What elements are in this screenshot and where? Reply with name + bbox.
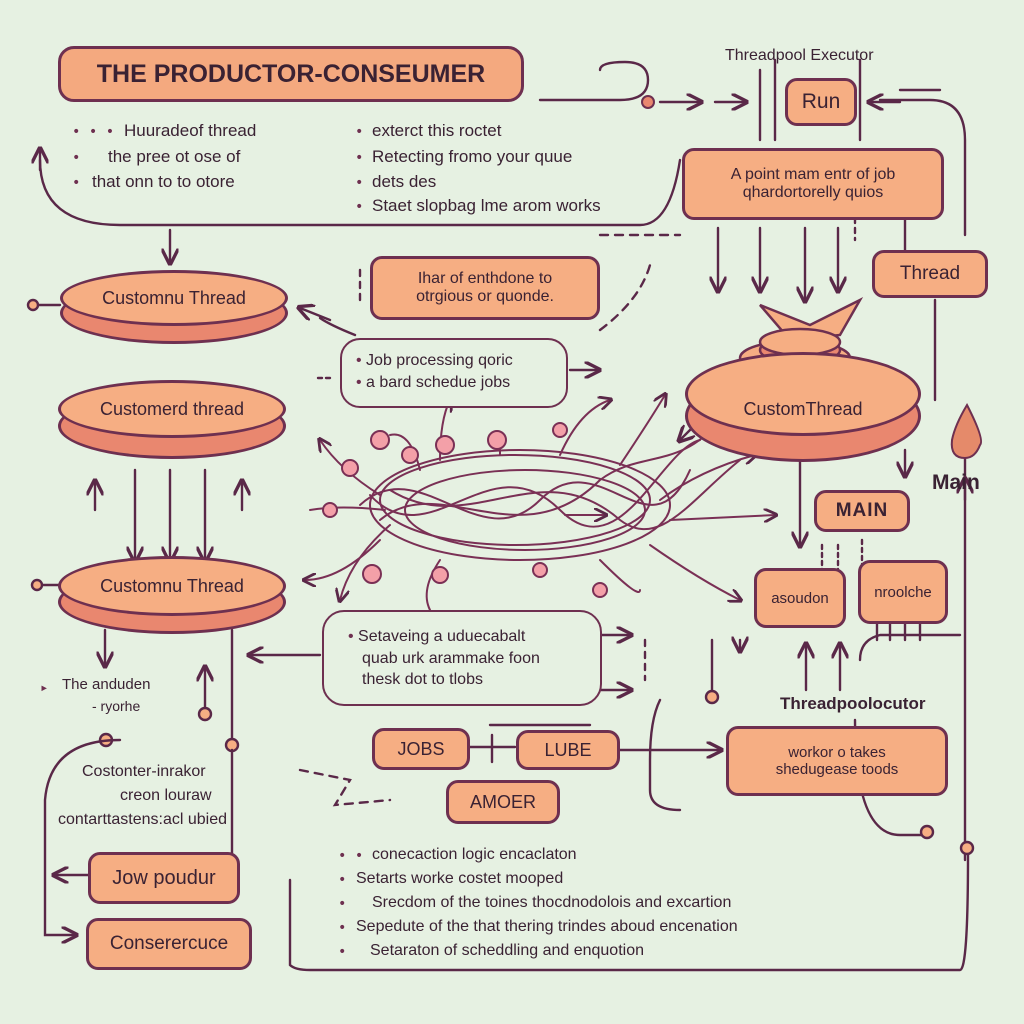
worker-box-line: workor o takes — [788, 744, 886, 761]
note-line: Sepedute of the that thering trindes abo… — [356, 918, 738, 935]
point-box-line: A point mam entr of job — [730, 166, 896, 183]
note-line: thesk dot to tlobs — [362, 671, 483, 689]
note-line: Setaveing a uduecabalt — [358, 628, 526, 645]
note-line: Costonter-inrakor — [82, 763, 206, 780]
note-line: conecaction logic encaclaton — [372, 846, 577, 863]
amoer-box: AMOER — [446, 780, 560, 824]
thar-box-line: otrgious or quonde. — [416, 288, 554, 305]
note-line: The anduden — [62, 676, 151, 693]
job-processing-note: • Job processing qoric • a bard schedue … — [340, 338, 568, 408]
note-line: creon louraw — [120, 787, 212, 804]
setaveing-note: • Setaveing a uduecabalt quab urk aramma… — [322, 610, 602, 706]
thar-box: Ihar of enthdone to otrgious or quonde. — [370, 256, 600, 320]
asoudon-box: asoudon — [754, 568, 846, 628]
note-line: Setarts worke costet mooped — [356, 870, 564, 887]
main-box: MAIN — [814, 490, 910, 532]
note-line: - ryorhe — [92, 698, 141, 714]
note-line: Retecting fromo your quue — [372, 147, 573, 166]
worker-box-line: shedugease toods — [775, 761, 899, 778]
custom-thread-3: Customnu Thread — [58, 556, 286, 616]
jow-poudur-box: Jow poudur — [88, 852, 240, 904]
note-line: Job processing qoric — [366, 352, 513, 369]
custom-thread-2: Customerd thread — [58, 380, 286, 438]
note-line: Srecdom of the toines thocdnodolois and … — [372, 894, 732, 911]
note-line: contarttastens:acl ubied — [58, 811, 227, 828]
note-line: Huuradeof thread — [124, 121, 257, 140]
jobs-box: JOBS — [372, 728, 470, 770]
page-title: THE PRODUCTOR-CONSEUMER — [58, 46, 524, 102]
note-line: Setaraton of scheddling and enquotion — [370, 942, 644, 959]
note-line: that onn to to otore — [92, 172, 235, 191]
note-line: dets des — [372, 172, 437, 191]
nroolche-box: nroolche — [858, 560, 948, 624]
custom-thread-right: CustomThread — [685, 352, 921, 436]
note-line: exterct this roctet — [372, 121, 502, 140]
lube-box: LUBE — [516, 730, 620, 770]
note-line: a bard schedue jobs — [366, 373, 511, 391]
run-box: Run — [785, 78, 857, 126]
point-box: A point mam entr of job qhardortorelly q… — [682, 148, 944, 220]
point-box-line: qhardortorelly quios — [742, 184, 884, 201]
worker-box: workor o takes shedugease toods — [726, 726, 948, 796]
threadpool-executor-label: Threadpool Executor — [725, 47, 874, 64]
conserercuce-box: Conserercuce — [86, 918, 252, 970]
main-label: Main — [932, 471, 980, 494]
drop-icon — [950, 402, 983, 460]
note-line: quab urk arammake foon — [362, 649, 540, 667]
custom-thread-1: Customnu Thread — [60, 270, 288, 326]
note-line: the pree ot ose of — [108, 147, 241, 166]
threadpoolocutor-label: Threadpoolocutor — [780, 694, 926, 713]
thar-box-line: Ihar of enthdone to — [417, 270, 553, 287]
thread-box: Thread — [872, 250, 988, 298]
note-line: Staet slopbag lme arom works — [372, 196, 601, 215]
